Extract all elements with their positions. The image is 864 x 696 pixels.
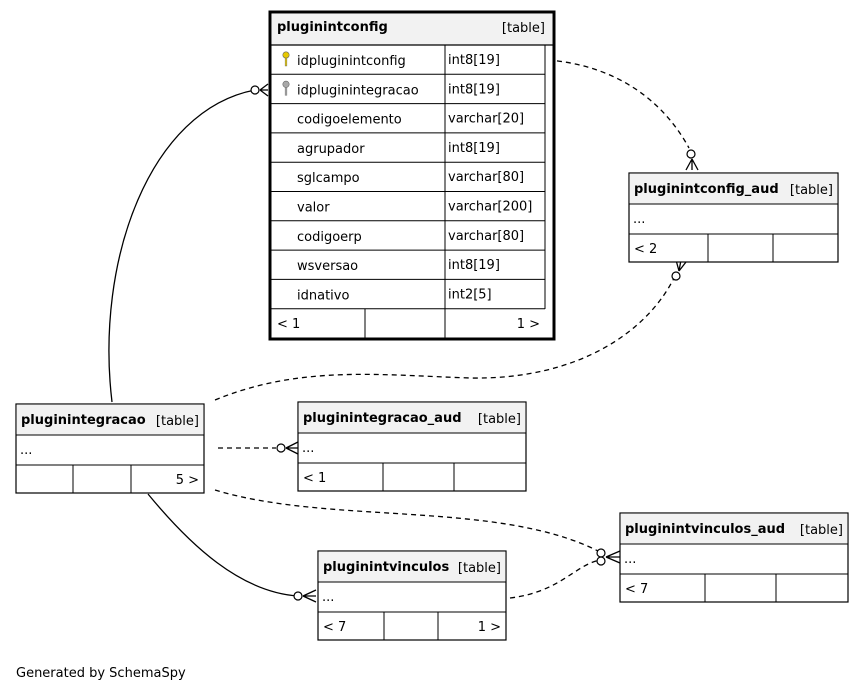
column-name: codigoelemento — [297, 113, 402, 128]
table-header — [629, 173, 838, 204]
column-name: wsversao — [297, 259, 358, 274]
column-name: idpluginintegracao — [297, 83, 419, 98]
column-type: varchar[80] — [448, 170, 524, 185]
column-row: sglcampo varchar[80] — [270, 162, 545, 192]
column-type: int8[19] — [448, 258, 500, 273]
footer-right: 1 > — [478, 620, 501, 635]
table-header — [318, 551, 506, 582]
end-marker-pluginintconfig_aud-bottom — [671, 259, 687, 281]
table-tag: [table] — [502, 21, 545, 36]
column-name: idnativo — [297, 288, 349, 303]
table-pluginintegracao_aud: pluginintegracao_aud [table]... < 1 — [297, 401, 527, 492]
rel-pluginintegracao-pluginintvinculos — [147, 493, 299, 597]
table-name: pluginintvinculos_aud — [625, 522, 785, 537]
column-name: sglcampo — [297, 171, 360, 186]
table-tag: [table] — [156, 414, 199, 429]
column-type: varchar[20] — [448, 112, 524, 127]
column-row: idpluginintegracao int8[19] — [270, 74, 545, 105]
table-name: pluginintegracao_aud — [303, 411, 462, 426]
column-row: valor varchar[200] — [270, 191, 545, 222]
table-name: pluginintconfig — [277, 20, 388, 35]
column-row: wsversao int8[19] — [270, 250, 545, 280]
column-row: codigoelemento varchar[20] — [270, 103, 545, 134]
table-body: ... — [302, 441, 314, 456]
foreign-key-icon — [282, 80, 290, 96]
rel-pluginintconfig-pluginintconfig_aud — [547, 59, 690, 149]
table-body: ... — [20, 443, 32, 458]
rel-pluginintvinculos-pluginintvinculos_aud — [509, 559, 601, 599]
column-row: idnativo int2[5] — [270, 279, 545, 310]
rel-pluginintegracao-pluginintconfig — [108, 89, 256, 403]
column-name: agrupador — [297, 142, 365, 157]
table-header — [620, 513, 848, 544]
table-tag: [table] — [478, 412, 521, 427]
rel-pluginintegracao-pluginintvinculos_aud — [214, 489, 601, 553]
column-type: int8[19] — [448, 82, 500, 97]
column-type: int2[5] — [448, 287, 492, 302]
end-marker-pluginintvinculos_aud — [596, 548, 621, 566]
relationship-lines — [108, 59, 699, 603]
table-name: pluginintvinculos — [323, 560, 449, 575]
footer-left: < 7 — [625, 582, 648, 597]
table-pluginintvinculos: pluginintvinculos [table]... < 7 1 > — [317, 550, 507, 641]
end-marker-pluginintegracao_aud — [276, 441, 299, 455]
table-body: ... — [624, 552, 636, 567]
table-body: ... — [633, 212, 645, 227]
column-row: agrupador int8[19] — [270, 132, 545, 163]
column-name: valor — [297, 201, 330, 216]
table-tag: [table] — [790, 183, 833, 198]
footer-right: 1 > — [517, 317, 540, 332]
column-type: int8[19] — [448, 141, 500, 156]
footer-left: < 2 — [634, 242, 657, 257]
generated-by-footer: Generated by SchemaSpy — [16, 666, 186, 681]
table-tag: [table] — [800, 523, 843, 538]
column-name: idpluginintconfig — [297, 54, 406, 69]
end-marker-pluginintvinculos — [293, 589, 317, 603]
footer-left: < 1 — [303, 471, 326, 486]
footer-right: 5 > — [176, 473, 199, 488]
table-border — [268, 10, 556, 341]
table-pluginintegracao: pluginintegracao [table]... 5 > — [15, 403, 205, 494]
table-header — [272, 14, 552, 45]
table-tag: [table] — [458, 561, 501, 576]
footer-left: < 7 — [323, 620, 346, 635]
end-marker-pluginintconfig — [250, 83, 269, 97]
column-type: int8[19] — [448, 53, 500, 68]
column-type: varchar[80] — [448, 229, 524, 244]
table-header — [298, 402, 526, 433]
rel-pluginintegracao-pluginintconfig_aud — [214, 273, 677, 401]
footer-left: < 1 — [277, 317, 300, 332]
column-row: codigoerp varchar[80] — [270, 220, 545, 251]
end-marker-pluginintconfig_aud-top — [685, 149, 699, 171]
column-type: varchar[200] — [448, 200, 532, 215]
table-name: pluginintconfig_aud — [634, 182, 779, 197]
table-pluginintconfig_aud: pluginintconfig_aud [table]... < 2 — [628, 172, 839, 263]
primary-key-icon — [282, 51, 290, 67]
table-name: pluginintegracao — [21, 413, 146, 428]
column-name: codigoerp — [297, 230, 362, 245]
table-body: ... — [322, 590, 334, 605]
table-pluginintvinculos_aud: pluginintvinculos_aud [table]... < 7 — [619, 512, 849, 603]
table-header — [16, 404, 204, 435]
column-row: idpluginintconfig int8[19] — [270, 45, 545, 75]
